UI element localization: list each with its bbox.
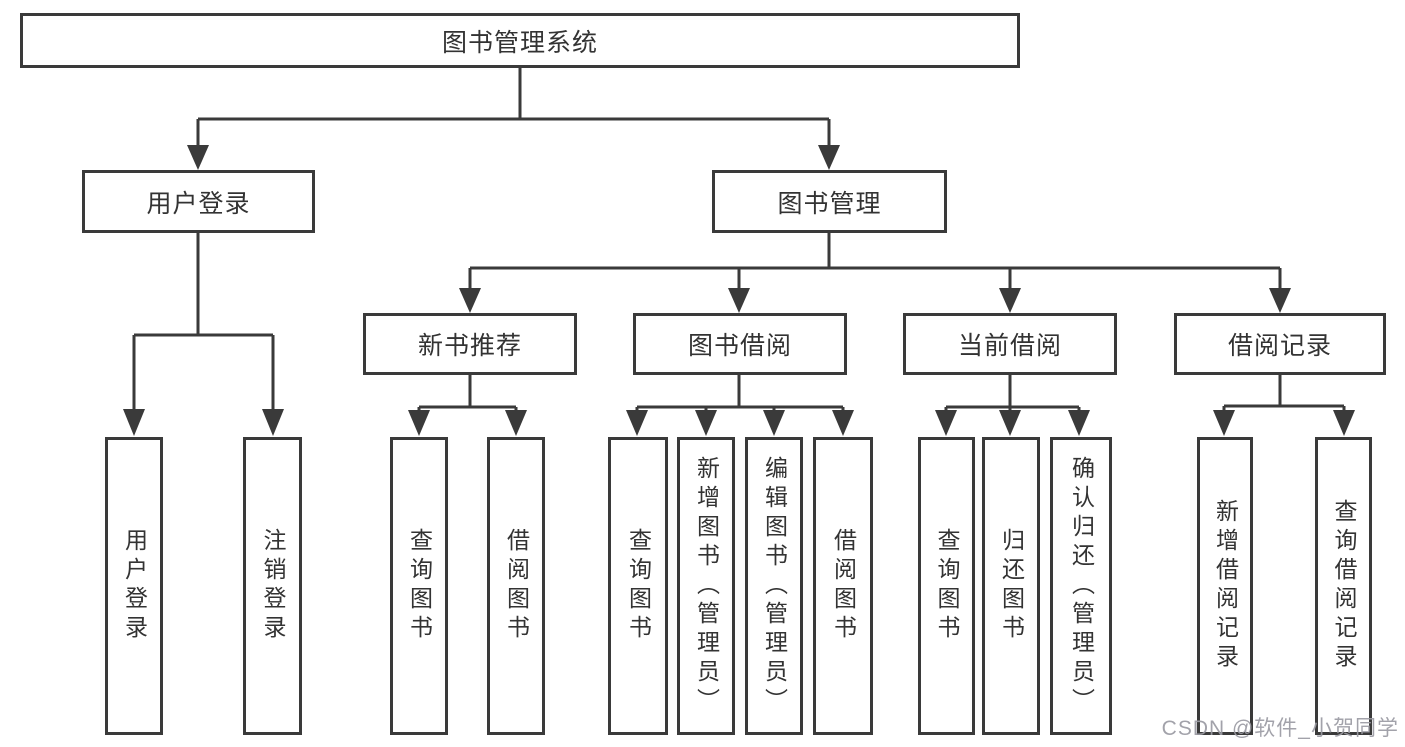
node-new-book-rec: 新书推荐 [363, 313, 577, 375]
node-borrow-records-label: 借阅记录 [1227, 332, 1332, 360]
leaf-user-login: 用户登录 [105, 437, 163, 735]
leaf-borrow-books-borrow: 借阅图书 [813, 437, 873, 735]
leaf-query-borrow-record-label: 查询借阅记录 [1331, 499, 1357, 673]
leaf-borrow-books-borrow-label: 借阅图书 [830, 528, 857, 644]
leaf-user-login-label: 用户登录 [121, 528, 148, 644]
leaf-query-books-rec-label: 查询图书 [406, 528, 433, 644]
leaf-query-books-current-label: 查询图书 [934, 528, 960, 644]
node-new-book-rec-label: 新书推荐 [417, 332, 522, 360]
leaf-edit-book-admin-label: 编辑图书（管理员） [761, 455, 788, 717]
node-root: 图书管理系统 [20, 13, 1020, 68]
leaf-logout-label: 注销登录 [260, 528, 286, 644]
leaf-confirm-return-admin-label: 确认归还（管理员） [1068, 455, 1095, 717]
leaf-query-books-current: 查询图书 [918, 437, 975, 735]
csdn-watermark: CSDN @软件_小贺同学 [1161, 717, 1399, 740]
leaf-return-book-label: 归还图书 [998, 528, 1025, 644]
node-book-mgmt-label: 图书管理 [777, 189, 882, 218]
leaf-confirm-return-admin: 确认归还（管理员） [1050, 437, 1112, 735]
node-borrow-records: 借阅记录 [1174, 313, 1386, 375]
node-current-borrow-label: 当前借阅 [957, 332, 1062, 360]
leaf-query-books-rec: 查询图书 [390, 437, 448, 735]
leaf-query-books-borrow: 查询图书 [608, 437, 668, 735]
node-book-mgmt: 图书管理 [712, 170, 947, 233]
connector-root-to-level2 [187, 68, 840, 170]
node-user-login: 用户登录 [82, 170, 315, 233]
node-root-label: 图书管理系统 [441, 28, 598, 57]
leaf-query-books-borrow-label: 查询图书 [625, 528, 652, 644]
connector-book-borrow-to-children [626, 375, 854, 436]
leaf-logout: 注销登录 [243, 437, 302, 735]
connector-current-borrow-to-children [935, 375, 1090, 436]
connector-borrow-records-to-children [1213, 375, 1355, 436]
node-current-borrow: 当前借阅 [903, 313, 1117, 375]
leaf-borrow-books-rec-label: 借阅图书 [503, 528, 530, 644]
node-book-borrow-label: 图书借阅 [687, 332, 792, 360]
leaf-add-book-admin: 新增图书（管理员） [677, 437, 735, 735]
leaf-add-borrow-record: 新增借阅记录 [1197, 437, 1253, 735]
leaf-add-book-admin-label: 新增图书（管理员） [693, 455, 720, 717]
connector-new-book-rec-to-children [408, 375, 527, 436]
connector-user-login-to-children [123, 233, 284, 436]
leaf-return-book: 归还图书 [982, 437, 1040, 735]
leaf-borrow-books-rec: 借阅图书 [487, 437, 545, 735]
node-user-login-label: 用户登录 [146, 189, 251, 218]
leaf-add-borrow-record-label: 新增借阅记录 [1212, 499, 1239, 673]
leaf-query-borrow-record: 查询借阅记录 [1315, 437, 1372, 735]
leaf-edit-book-admin: 编辑图书（管理员） [745, 437, 803, 735]
node-book-borrow: 图书借阅 [633, 313, 847, 375]
connector-book-mgmt-to-children [459, 233, 1291, 313]
